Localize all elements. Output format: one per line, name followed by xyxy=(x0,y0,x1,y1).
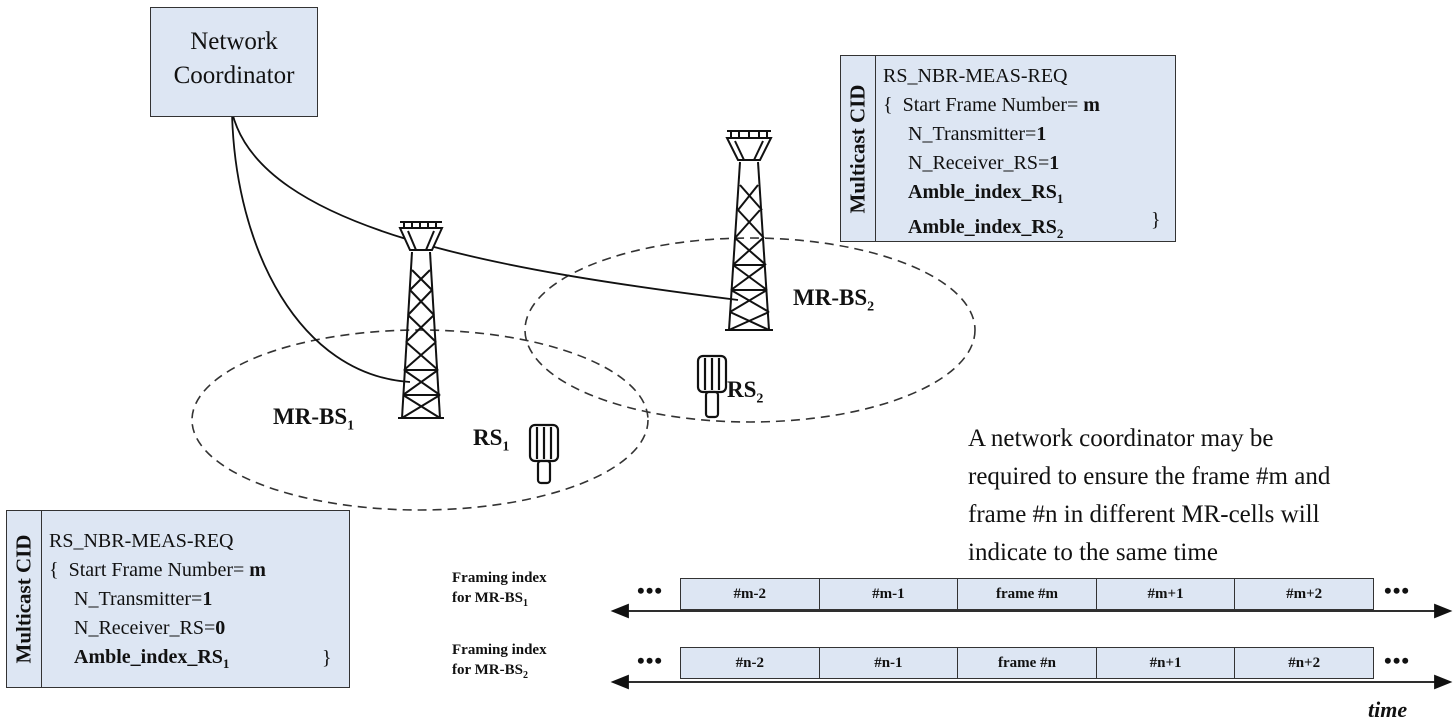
rs2-label: RS2 xyxy=(727,377,764,407)
msg-bottom-n-rx: N_Receiver_RS=0 xyxy=(74,617,226,639)
frame-cell: #m+2 xyxy=(1286,585,1323,602)
msg-top-side-label: Multicast CID xyxy=(841,56,876,241)
mr-bs2-cell-boundary xyxy=(524,237,976,423)
framing-row1-ellipsis-left: ••• xyxy=(637,578,664,603)
note-line4: indicate to the same time xyxy=(968,539,1218,566)
msg-top-title: RS_NBR-MEAS-REQ xyxy=(883,65,1068,87)
mr-bs1-label: MR-BS1 xyxy=(273,404,355,434)
msg-bottom-title: RS_NBR-MEAS-REQ xyxy=(49,530,234,552)
msg-top-start-frame: { Start Frame Number= m xyxy=(883,94,1100,116)
framing-row1-label-line2: for MR-BS1 xyxy=(452,590,528,609)
frame-cell: frame #m xyxy=(958,579,1097,609)
coordinator-line2: Coordinator xyxy=(173,62,295,89)
msg-box-bottom: Multicast CID RS_NBR-MEAS-REQ { Start Fr… xyxy=(6,510,350,688)
rs1-relay-icon xyxy=(528,423,560,485)
msg-bottom-n-tx: N_Transmitter=1 xyxy=(74,588,213,610)
frame-cell: #m-1 xyxy=(820,579,959,609)
msg-bottom-side-label: Multicast CID xyxy=(7,511,42,687)
rs2-relay-icon xyxy=(696,354,728,419)
link-coordinator-to-bs1 xyxy=(231,111,411,383)
coordinator-line1: Network xyxy=(190,28,278,55)
rs1-label: RS1 xyxy=(473,425,510,455)
framing-row2-label-line1: Framing index xyxy=(452,642,547,658)
mr-bs2-tower-icon xyxy=(725,130,773,331)
frame-cell: #n-1 xyxy=(820,648,959,678)
framing-row2-ellipsis-right: ••• xyxy=(1384,648,1411,673)
msg-top-close-brace: } xyxy=(1151,209,1161,231)
note-line3: frame #n in different MR-cells will xyxy=(968,501,1320,528)
msg-bottom-start-frame: { Start Frame Number= m xyxy=(49,559,266,581)
msg-box-top: Multicast CID RS_NBR-MEAS-REQ { Start Fr… xyxy=(840,55,1176,242)
time-axis-label: time xyxy=(1368,697,1408,722)
mr-bs1-tower-icon xyxy=(398,221,444,419)
frame-cell: #m-2 xyxy=(681,579,820,609)
frame-cell: #n-2 xyxy=(681,648,820,678)
frame-cell: frame #n xyxy=(958,648,1097,678)
coordinator-note: A network coordinator may be required to… xyxy=(968,420,1330,572)
note-line1: A network coordinator may be xyxy=(968,425,1274,452)
msg-top-n-tx: N_Transmitter=1 xyxy=(908,123,1047,145)
mr-bs2-label: MR-BS2 xyxy=(793,285,875,315)
timeline-row2-arrow xyxy=(610,674,1453,690)
framing-row1-strip: #m-2 #m-1 frame #m #m+1 #m+2 xyxy=(680,578,1374,610)
msg-top-amble1: Amble_index_RS1 xyxy=(908,181,1064,206)
note-line2: required to ensure the frame #m and xyxy=(968,463,1331,490)
framing-row2-label: Framing index for MR-BS2 xyxy=(452,640,547,686)
framing-row2-ellipsis-left: ••• xyxy=(637,648,664,673)
msg-top-lines: RS_NBR-MEAS-REQ { Start Frame Number= m … xyxy=(883,62,1100,248)
msg-bottom-lines: RS_NBR-MEAS-REQ { Start Frame Number= m … xyxy=(49,527,266,678)
msg-top-n-rx: N_Receiver_RS=1 xyxy=(908,152,1060,174)
framing-row2-strip: #n-2 #n-1 frame #n #n+1 #n+2 xyxy=(680,647,1374,679)
framing-row1-label-line1: Framing index xyxy=(452,570,547,586)
framing-row1-label: Framing index for MR-BS1 xyxy=(452,568,547,614)
frame-cell: #n+2 xyxy=(1288,654,1321,671)
framing-row2-label-line2: for MR-BS2 xyxy=(452,662,528,681)
framing-row1-ellipsis-right: ••• xyxy=(1384,578,1411,603)
timeline-row1-arrow xyxy=(610,603,1453,619)
link-coordinator-to-bs2 xyxy=(231,111,739,301)
msg-bottom-amble1: Amble_index_RS1 xyxy=(74,646,230,671)
mr-bs1-cell-boundary xyxy=(191,329,649,511)
frame-cell: #m+1 xyxy=(1097,579,1236,609)
msg-top-amble2: Amble_index_RS2 xyxy=(908,216,1064,241)
msg-bottom-close-brace: } xyxy=(322,647,332,669)
network-coordinator-box: Network Coordinator xyxy=(150,7,318,117)
frame-cell: #n+1 xyxy=(1097,648,1236,678)
